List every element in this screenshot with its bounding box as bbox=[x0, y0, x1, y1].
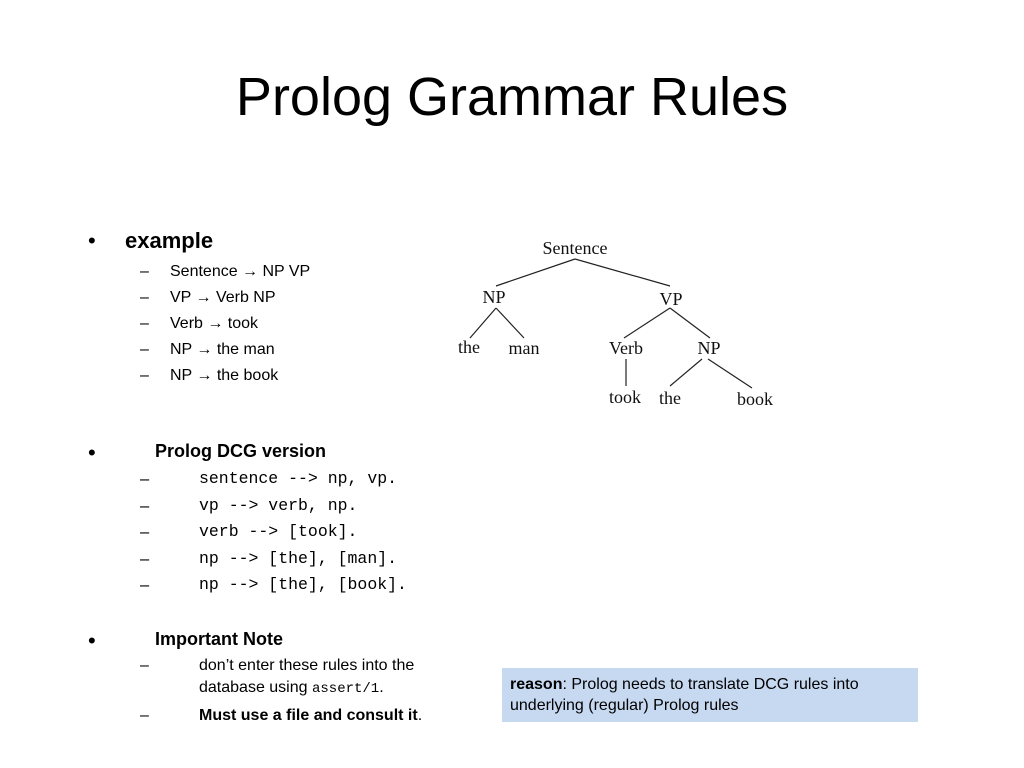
tree-edge bbox=[623, 307, 671, 339]
dcg-code-line: – verb --> [took]. bbox=[140, 522, 358, 541]
grammar-rule: – Sentence → NP VP bbox=[140, 263, 311, 280]
tree-node-vp: VP bbox=[659, 289, 682, 309]
grammar-rule-list: – Sentence → NP VP – VP → Verb NP – Verb… bbox=[140, 259, 440, 389]
bullet-note: • bbox=[88, 628, 96, 653]
reason-callout: reason: Prolog needs to translate DCG ru… bbox=[502, 668, 918, 722]
grammar-rule: – NP → the man bbox=[140, 341, 275, 358]
grammar-rule: – Verb → took bbox=[140, 315, 259, 332]
tree-edge bbox=[574, 258, 671, 287]
slide-title: Prolog Grammar Rules bbox=[235, 67, 789, 127]
tree-leaf-book: book bbox=[737, 389, 773, 409]
tree-leaf-took: took bbox=[609, 387, 641, 407]
note-item: – Must use a file and consult it. bbox=[140, 707, 423, 724]
dcg-code-list: – sentence --> np, vp. – vp --> verb, np… bbox=[140, 466, 480, 599]
tree-node-np-object: NP bbox=[697, 338, 720, 358]
tree-leaf-the: the bbox=[458, 337, 480, 357]
tree-node-np: NP bbox=[482, 287, 505, 307]
bullet-dcg: • bbox=[88, 440, 96, 465]
bullet-example: • bbox=[88, 228, 96, 253]
note-heading: Important Note bbox=[155, 629, 283, 649]
dcg-code-line: – sentence --> np, vp. bbox=[140, 469, 398, 488]
tree-edge bbox=[469, 307, 497, 339]
tree-edge bbox=[669, 307, 711, 339]
tree-edge bbox=[707, 358, 753, 389]
parse-tree-diagram: Sentence NP VP the man Verb NP took the … bbox=[458, 238, 773, 409]
tree-edge bbox=[495, 307, 525, 339]
grammar-rule: – VP → Verb NP bbox=[140, 289, 276, 306]
dcg-code-line: – np --> [the], [book]. bbox=[140, 575, 407, 594]
tree-leaf-man: man bbox=[509, 338, 540, 358]
tree-node-sentence: Sentence bbox=[543, 238, 608, 258]
tree-leaf-the-object: the bbox=[659, 388, 681, 408]
dcg-code-line: – np --> [the], [man]. bbox=[140, 548, 398, 568]
example-heading: example bbox=[125, 228, 214, 253]
note-item: – don’t enter these rules into the datab… bbox=[140, 657, 415, 697]
tree-edge bbox=[495, 258, 576, 287]
dcg-heading: Prolog DCG version bbox=[155, 441, 327, 461]
grammar-rule: – NP → the book bbox=[140, 367, 279, 384]
tree-edge bbox=[669, 358, 703, 387]
dcg-code-line: – vp --> verb, np. bbox=[140, 495, 358, 515]
tree-node-verb: Verb bbox=[609, 338, 643, 358]
